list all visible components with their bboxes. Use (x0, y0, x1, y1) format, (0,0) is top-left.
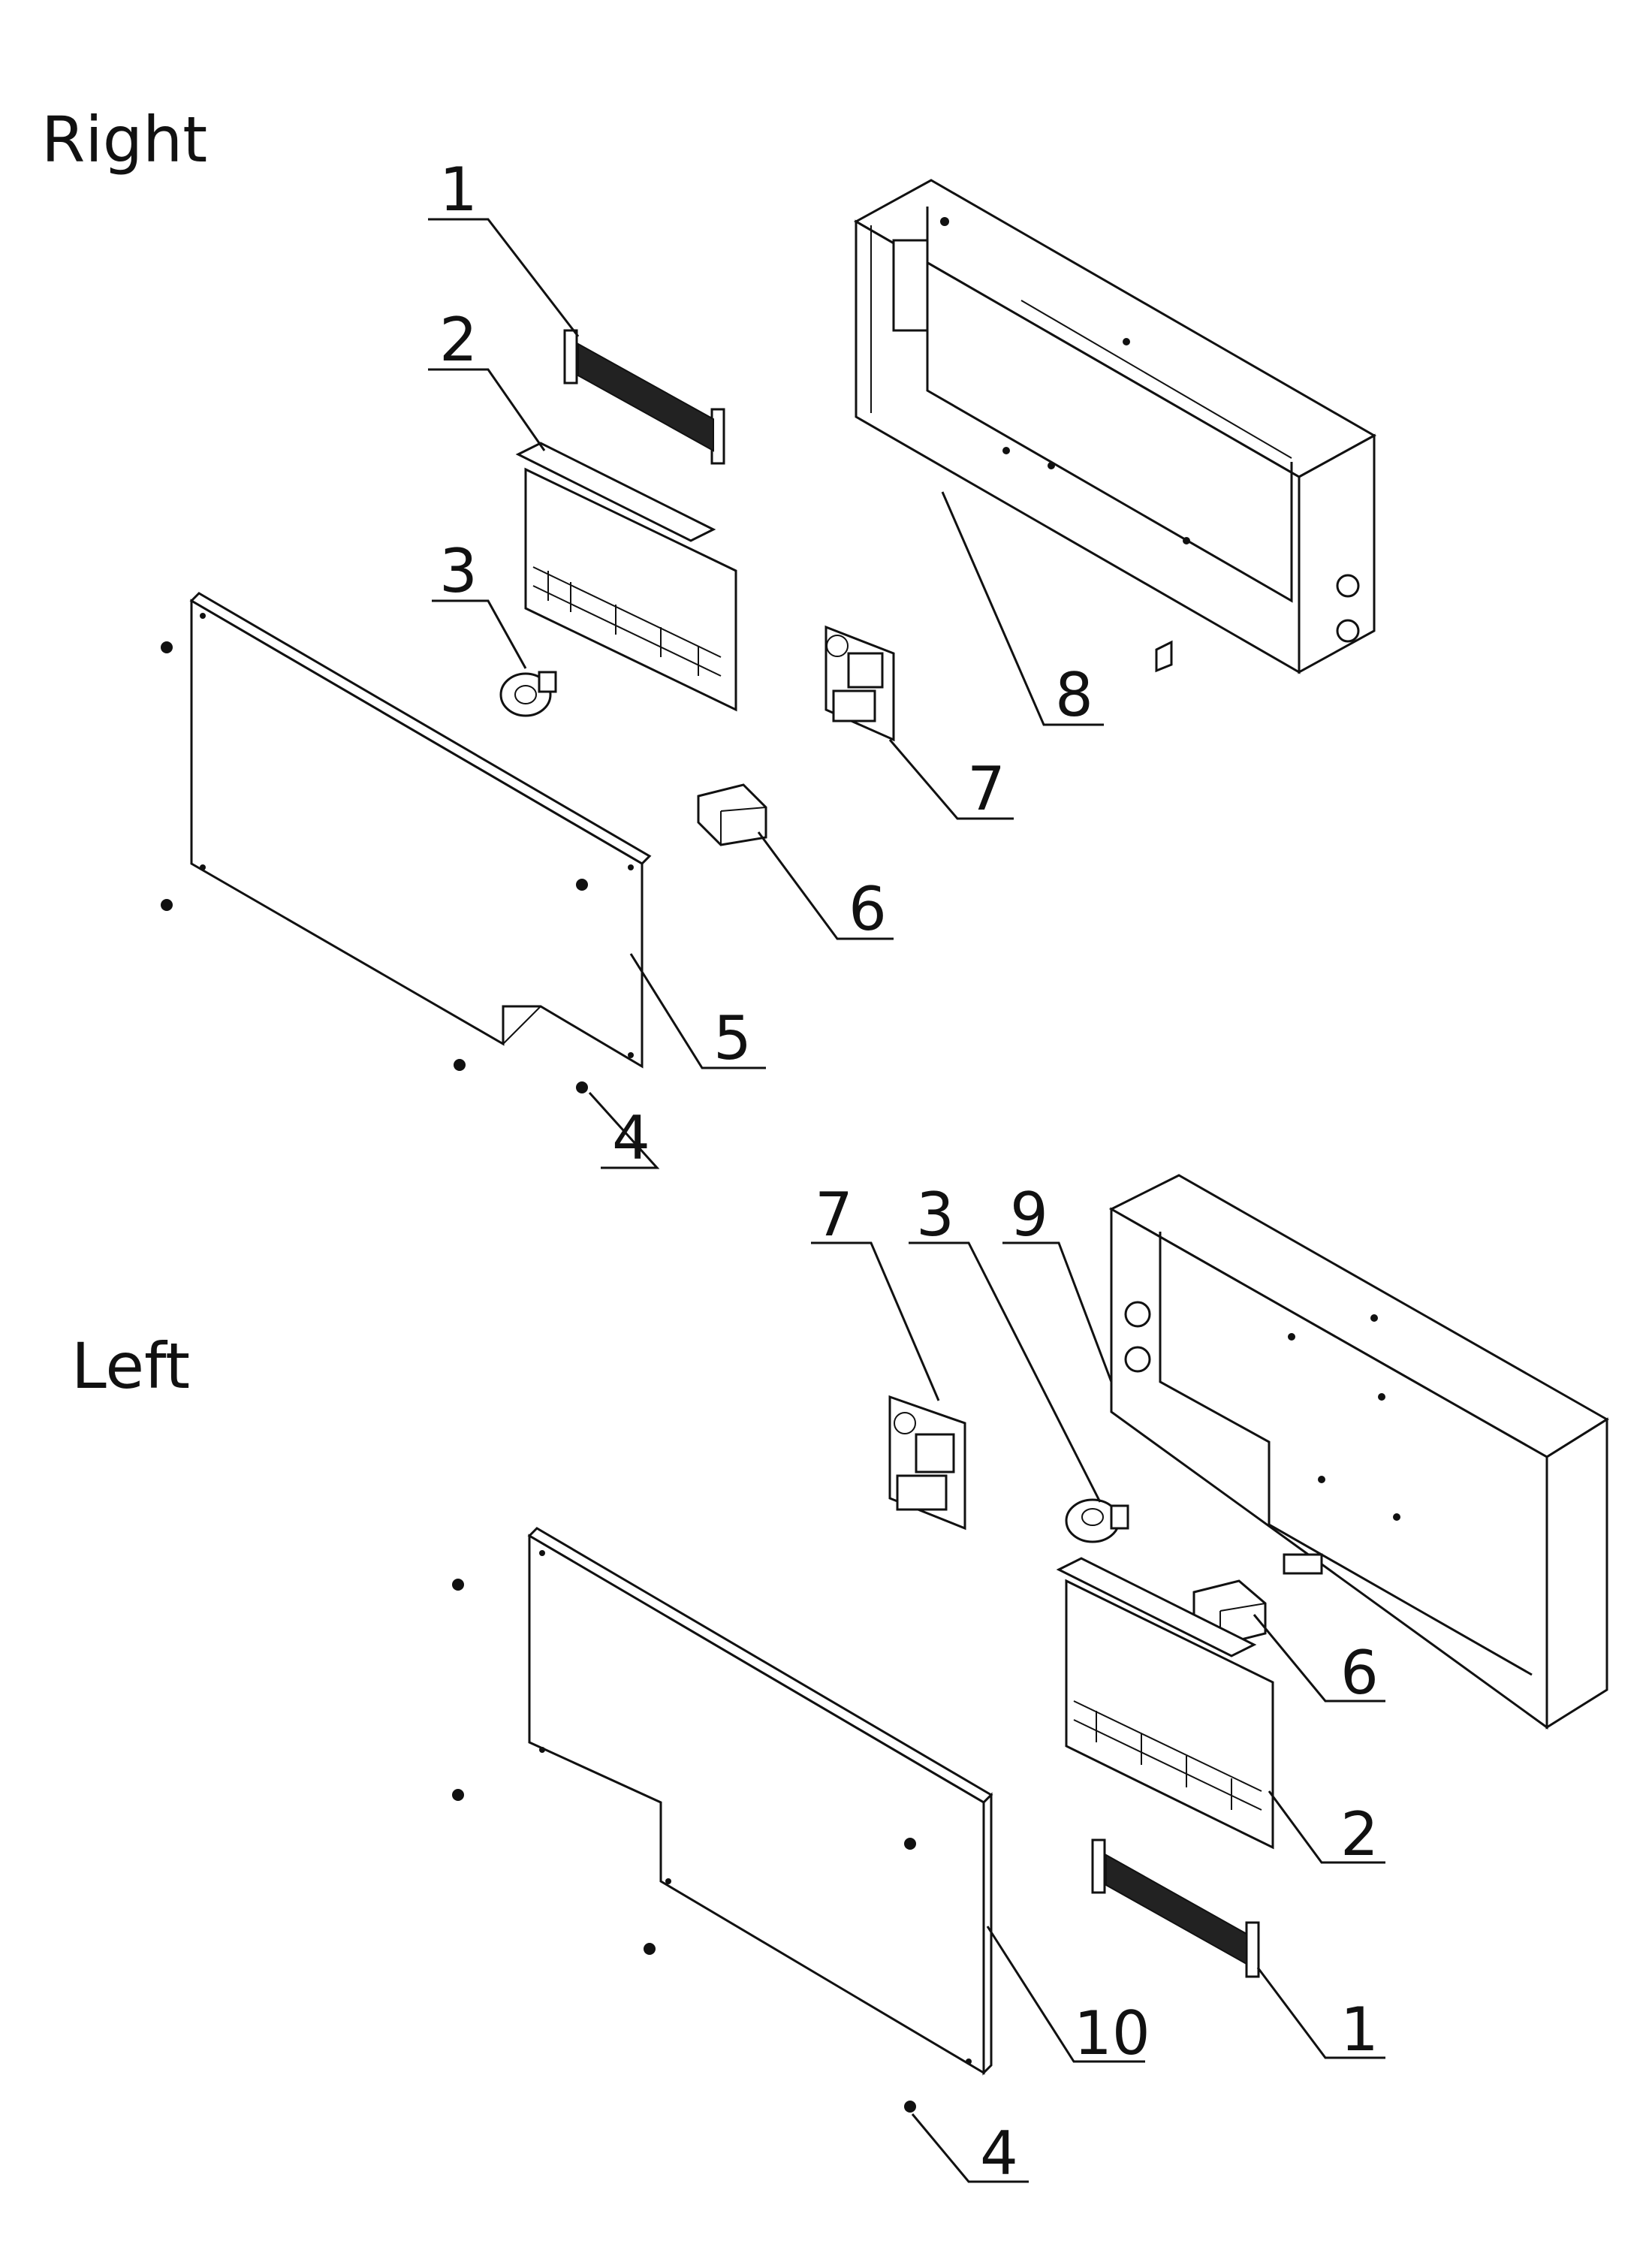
callout-7-right: 7 (967, 754, 1005, 824)
callout-9-left: 9 (1010, 1180, 1048, 1250)
ribbon-cable-left (1091, 1838, 1260, 1978)
enclosure-box-left (1108, 1174, 1609, 1730)
callout-2-left: 2 (1340, 1799, 1379, 1869)
callout-4-left: 4 (980, 2119, 1018, 2188)
power-board-left (888, 1395, 966, 1531)
callout-7-left: 7 (815, 1180, 853, 1250)
leader-lines-right (428, 218, 1104, 1169)
callout-4-right: 4 (612, 1103, 650, 1173)
front-panel-right (189, 592, 652, 1069)
callout-1-left: 1 (1340, 1995, 1379, 2065)
transformer-right (697, 783, 767, 846)
leader-lines-left (811, 1241, 1385, 2183)
current-sensor-left (1065, 1498, 1129, 1543)
callout-2-right: 2 (439, 305, 478, 375)
section-title-right: Right (41, 103, 207, 176)
callout-6-left: 6 (1340, 1638, 1379, 1708)
control-board-right (515, 442, 737, 712)
enclosure-box-right (853, 179, 1377, 674)
ribbon-cable-right (563, 329, 725, 465)
callout-10-left: 10 (1074, 1998, 1150, 2068)
power-board-right (824, 625, 895, 742)
screws-right (161, 641, 588, 1093)
callout-3-left: 3 (916, 1180, 954, 1250)
callout-5-right: 5 (713, 1003, 752, 1073)
callout-6-right: 6 (849, 874, 887, 944)
current-sensor-right (499, 671, 557, 717)
callout-8-right: 8 (1055, 660, 1093, 730)
screws-left (452, 1579, 916, 2113)
control-board-left (1056, 1557, 1274, 1850)
callout-1-right: 1 (439, 155, 478, 225)
callout-3-right: 3 (439, 536, 478, 606)
section-title-left: Left (71, 1329, 190, 1403)
front-panel-left (527, 1527, 993, 2076)
